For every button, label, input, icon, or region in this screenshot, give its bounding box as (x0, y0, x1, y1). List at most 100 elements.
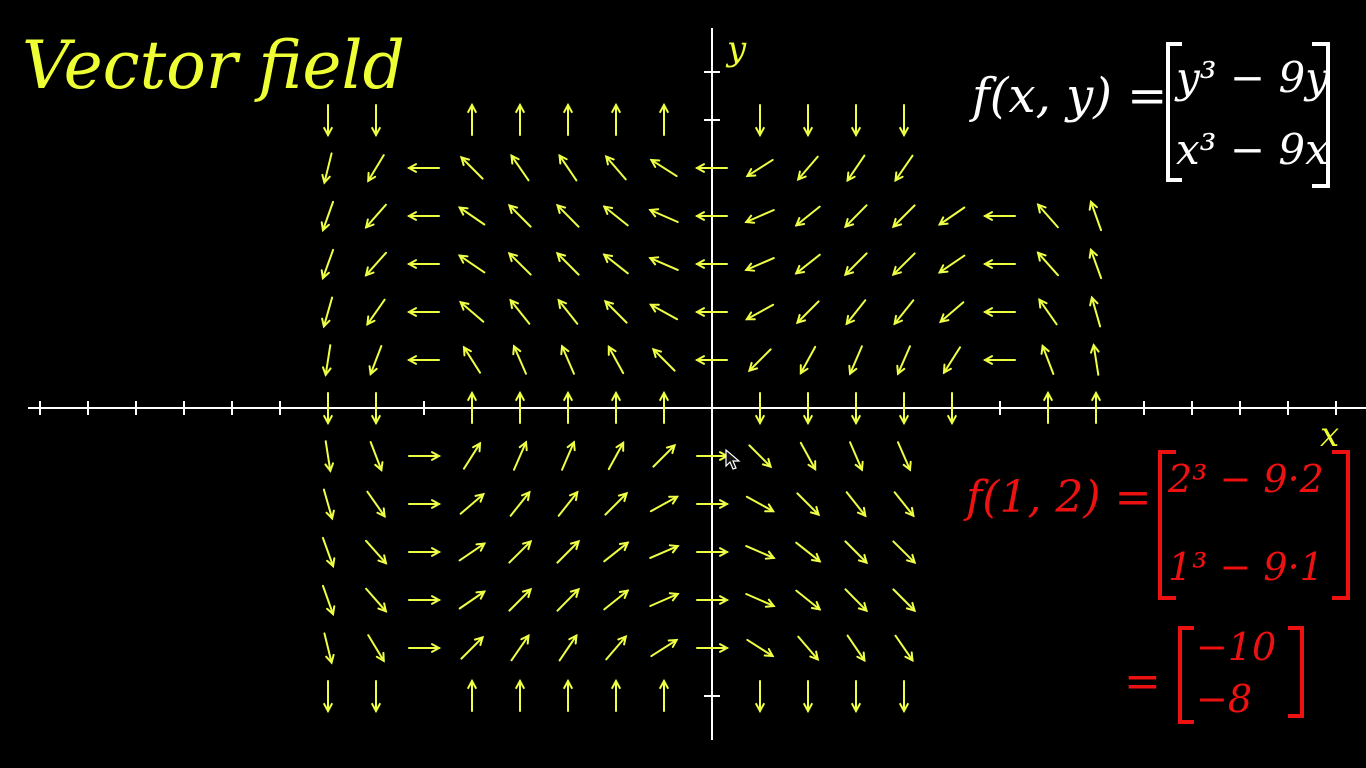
field-arrow (694, 259, 728, 269)
field-arrow (939, 301, 965, 324)
field-arrow-head (377, 602, 388, 613)
field-arrow (510, 633, 530, 662)
field-arrow-shaft (650, 158, 678, 178)
field-arrow-head (430, 499, 442, 509)
field-arrow (650, 638, 679, 658)
definition-row-2: x³ − 9x (1176, 125, 1329, 174)
field-arrow-head (406, 307, 418, 317)
field-arrow-head (509, 298, 520, 310)
field-arrow-head (325, 509, 335, 521)
field-arrow (408, 595, 442, 605)
field-arrow (899, 680, 909, 714)
field-arrow (611, 678, 621, 712)
field-arrow (803, 680, 813, 714)
field-arrow (652, 443, 677, 468)
field-arrow (942, 346, 962, 375)
field-arrow (507, 203, 532, 228)
field-arrow (1036, 203, 1059, 229)
field-arrow-shaft (1037, 251, 1059, 277)
field-arrow-head (474, 492, 485, 503)
field-arrow (408, 547, 442, 557)
field-arrow-head (459, 300, 470, 311)
field-arrow (694, 211, 728, 221)
field-arrow-head (947, 414, 957, 426)
field-arrow-shaft (795, 205, 821, 227)
result-left-bracket (1178, 626, 1194, 724)
field-arrow (602, 205, 629, 227)
field-arrow-head (406, 163, 418, 173)
field-arrow (694, 163, 728, 173)
field-arrow (458, 590, 487, 610)
field-arrow-head (744, 214, 756, 224)
field-arrow (323, 680, 333, 714)
field-arrow-head (568, 490, 579, 502)
field-arrow (795, 300, 820, 325)
vector-field-arrows (320, 102, 1103, 714)
function-definition: f(x, y) = y³ − 9y x³ − 9x (969, 42, 1330, 188)
field-arrow-head (694, 211, 706, 221)
field-arrow-shaft (649, 303, 679, 321)
field-arrow-head (747, 361, 759, 373)
field-arrow-head (899, 126, 909, 138)
field-arrow (843, 252, 868, 277)
field-arrow-shaft (745, 208, 775, 224)
field-arrow-head (982, 259, 994, 269)
field-arrow-head (667, 638, 679, 648)
field-arrow-head (406, 259, 418, 269)
page-title: Vector field (22, 27, 405, 104)
field-arrow-head (799, 364, 809, 375)
field-arrow-shaft (745, 545, 775, 559)
field-arrow (459, 300, 485, 323)
field-arrow-shaft (512, 441, 528, 471)
field-arrow (371, 680, 381, 714)
example-row-1: 2³ − 9·2 (1167, 457, 1324, 501)
field-arrow-head (764, 503, 775, 513)
field-arrow-head (462, 345, 472, 357)
field-arrow (367, 634, 385, 663)
field-arrow-head (648, 256, 660, 266)
field-arrow (321, 152, 333, 185)
field-arrow-head (694, 259, 706, 269)
field-arrow (467, 678, 477, 712)
field-arrow (557, 490, 579, 517)
field-arrow-shaft (369, 344, 383, 376)
example-right-bracket (1332, 450, 1350, 600)
field-arrow (605, 635, 628, 661)
field-arrow-shaft (458, 542, 486, 562)
field-arrow-head (894, 171, 904, 183)
field-arrow-head (1091, 390, 1101, 402)
field-arrow-head (902, 460, 912, 472)
field-arrow-head (520, 633, 530, 645)
field-arrow-shaft (746, 638, 774, 658)
field-arrow-shaft (892, 252, 916, 276)
field-arrow-shaft (845, 299, 867, 325)
field-arrow (563, 390, 573, 424)
field-arrow-head (896, 364, 906, 376)
field-arrow-head (566, 440, 576, 452)
field-arrow (659, 102, 669, 136)
field-arrow (510, 153, 530, 182)
field-arrow (458, 542, 487, 562)
field-arrow-head (374, 461, 384, 472)
field-arrow-shaft (510, 634, 530, 662)
field-arrow (560, 344, 575, 375)
field-arrow-head (568, 633, 578, 645)
field-arrow (648, 208, 679, 224)
mouse-cursor-icon (725, 448, 741, 470)
field-arrow (851, 680, 861, 714)
field-arrow (896, 345, 912, 376)
field-arrow-head (512, 344, 522, 356)
field-arrow-shaft (367, 154, 385, 182)
field-arrow-head (668, 544, 680, 554)
field-arrow-shaft (365, 539, 387, 565)
field-arrow (368, 344, 383, 376)
field-arrow-head (795, 313, 807, 325)
field-arrow-head (510, 153, 520, 165)
field-arrow-shaft (649, 545, 679, 559)
field-arrow-head (611, 102, 621, 114)
field-arrow (694, 355, 728, 365)
field-arrow-head (761, 457, 773, 469)
field-arrow-shaft (561, 441, 575, 471)
field-arrow-head (851, 126, 861, 138)
field-arrow-shaft (321, 200, 335, 232)
